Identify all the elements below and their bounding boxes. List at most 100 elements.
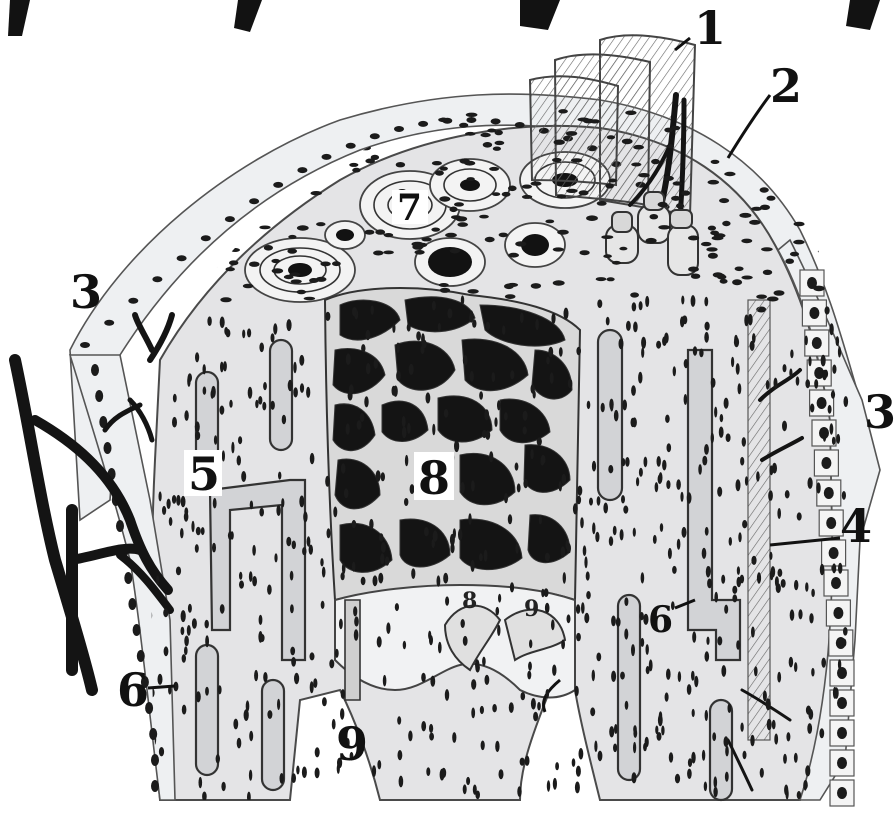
osteocyte [378, 573, 383, 584]
osteocyte [657, 732, 662, 741]
osteocyte [267, 128, 277, 133]
osteocyte [233, 161, 245, 166]
osteocyte [421, 721, 426, 731]
periosteum-cell [418, 121, 428, 127]
osteocyte [828, 405, 832, 414]
osteocyte [805, 336, 808, 346]
osteocyte [833, 247, 842, 252]
osteocyte [299, 355, 304, 366]
osteocyte [748, 314, 753, 326]
osteocyte [315, 768, 320, 779]
osteocyte [567, 614, 571, 623]
osteocyte [775, 152, 786, 156]
osteocyte [447, 308, 452, 318]
osteocyte [522, 195, 532, 199]
osteocyte [237, 455, 241, 465]
periosteum-cell [80, 342, 90, 348]
osteocyte [663, 176, 674, 181]
osteocyte [158, 674, 163, 685]
osteocyte [832, 437, 836, 445]
osteocyte [408, 731, 412, 742]
osteocyte [238, 436, 242, 444]
osteocyte [666, 669, 671, 680]
osteocyte [738, 383, 742, 394]
osteocyte [199, 777, 203, 788]
osteocyte [702, 548, 707, 559]
osteocyte [665, 415, 670, 423]
osteocyte [371, 305, 374, 314]
periosteum-nucleus [817, 397, 827, 409]
osteocyte [148, 741, 152, 750]
osteocyte [644, 457, 648, 468]
osteocyte [463, 355, 468, 366]
osteocyte [794, 222, 805, 227]
osteocyte [786, 732, 790, 741]
osteon [325, 221, 365, 249]
osteocyte [241, 471, 246, 482]
osteocyte [833, 687, 837, 699]
osteocyte [668, 548, 672, 559]
osteocyte [763, 691, 767, 702]
osteocyte [705, 322, 710, 331]
osteocyte [260, 634, 265, 642]
osteocyte [432, 424, 435, 436]
osteocyte [332, 261, 341, 266]
osteocyte [502, 325, 505, 335]
osteocyte [344, 488, 349, 498]
osteocyte [220, 317, 225, 329]
osteocyte [372, 765, 376, 777]
osteocyte [687, 492, 692, 503]
osteocyte [751, 627, 755, 638]
osteocyte [760, 768, 764, 778]
osteocyte [267, 585, 272, 595]
osteocyte [713, 787, 717, 797]
osteocyte [205, 620, 209, 629]
osteocyte [782, 146, 791, 150]
osteocyte [738, 532, 741, 542]
osteocyte [460, 482, 464, 494]
osteocyte [691, 752, 695, 764]
osteocyte [281, 114, 290, 118]
osteocyte [611, 616, 616, 627]
periosteum-nucleus [116, 520, 124, 532]
osteocyte [364, 396, 368, 407]
periosteum-nucleus [837, 697, 847, 709]
osteocyte [576, 633, 581, 641]
osteocyte [517, 483, 521, 492]
osteocyte [701, 242, 711, 246]
osteocyte [396, 371, 401, 381]
osteocyte [717, 636, 722, 645]
osteocyte [480, 133, 490, 137]
osteocyte [666, 480, 670, 489]
osteocyte [810, 200, 819, 204]
osteocyte [515, 463, 519, 471]
osteocyte [247, 328, 251, 337]
osteocyte [205, 687, 209, 696]
osteocyte [820, 564, 825, 575]
canal [618, 595, 640, 780]
osteocyte [631, 418, 635, 427]
osteocyte [505, 294, 516, 299]
osteocyte [453, 528, 456, 538]
osteocyte [495, 741, 499, 752]
osteocyte [284, 275, 294, 279]
osteocyte [592, 522, 595, 534]
osteocyte [450, 249, 460, 254]
osteocyte [653, 535, 657, 544]
osteocyte [564, 308, 569, 320]
osteocyte [392, 323, 395, 333]
osteocyte [399, 776, 404, 788]
osteocyte [794, 753, 798, 763]
osteocyte [290, 604, 294, 613]
osteocyte [691, 295, 696, 307]
osteocyte [214, 435, 217, 445]
osteocyte [640, 638, 644, 647]
osteocyte [777, 672, 781, 683]
osteocyte [579, 190, 589, 195]
osteocyte [753, 139, 764, 143]
osteocyte [662, 460, 666, 471]
periosteum-nucleus [824, 487, 834, 499]
osteocyte [233, 719, 238, 730]
osteocyte [783, 364, 787, 372]
osteocyte [821, 658, 826, 668]
